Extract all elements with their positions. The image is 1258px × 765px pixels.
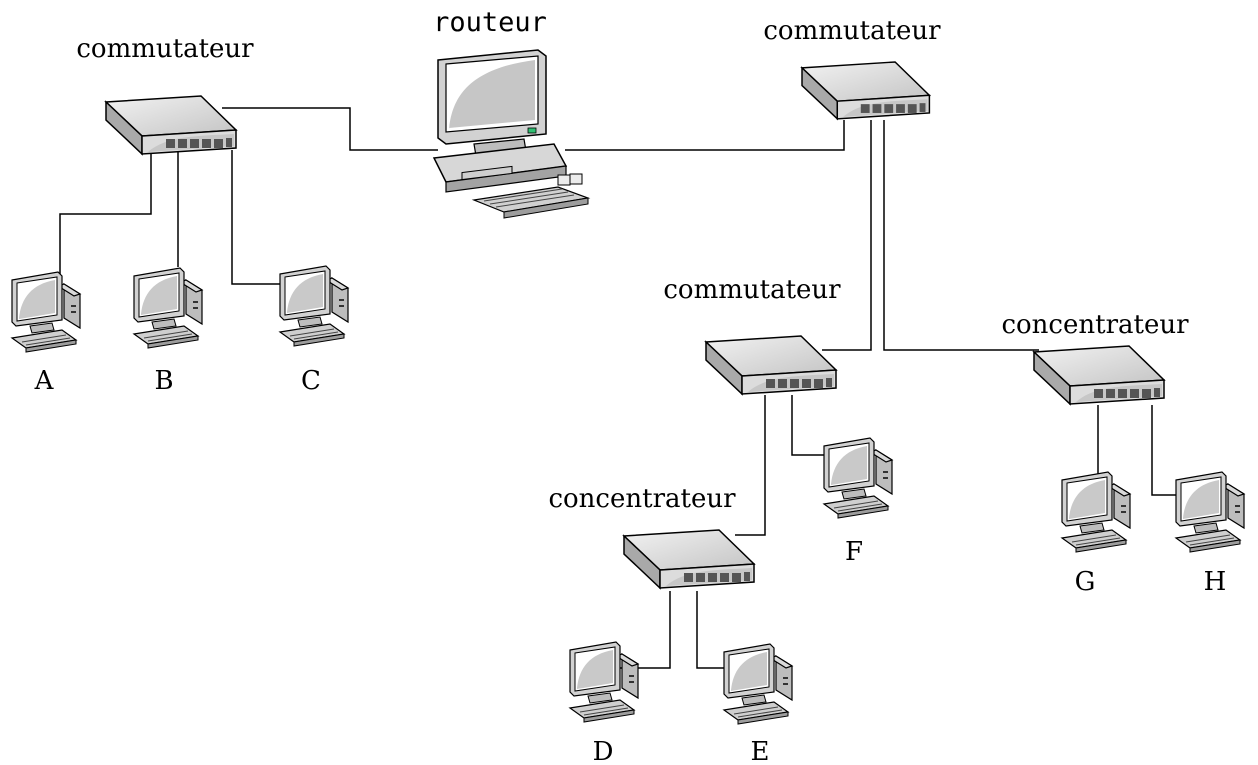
link-hub1-E (696, 591, 728, 669)
switch-3-label: commutateur (663, 275, 841, 305)
hub-2-label: concentrateur (1001, 310, 1189, 340)
network-hub-icon (623, 529, 755, 589)
computer-G: G (1061, 471, 1131, 597)
link-router-sw2 (565, 120, 845, 151)
computer-A-label: A (34, 366, 55, 396)
network-switch-icon (105, 95, 237, 155)
hub-2: concentrateur (1001, 310, 1189, 405)
link-sw3-F (791, 395, 825, 456)
desktop-computer-icon (11, 271, 81, 353)
network-switch-icon (705, 335, 837, 395)
network-hub-icon (1033, 345, 1165, 405)
desktop-computer-icon (1061, 471, 1131, 553)
switch-1-label: commutateur (76, 34, 254, 64)
link-sw3-hub1 (735, 395, 766, 536)
computer-F-label: F (845, 537, 863, 567)
hub-1: concentrateur (548, 484, 755, 589)
computer-E: E (723, 643, 793, 765)
computer-B-label: B (154, 366, 173, 396)
desktop-computer-icon (823, 437, 893, 519)
link-sw1-router (222, 107, 438, 151)
computer-D: D (569, 641, 639, 765)
link-sw2-hub2 (883, 120, 1039, 351)
computer-G-label: G (1075, 567, 1096, 597)
desktop-computer-icon (133, 267, 203, 349)
desktop-computer-icon (569, 641, 639, 723)
desktop-computer-icon (723, 643, 793, 725)
computer-E-label: E (751, 737, 770, 765)
computer-H-label: H (1204, 567, 1227, 597)
router-computer-icon (433, 49, 589, 219)
link-sw2-sw3 (822, 120, 872, 351)
link-sw1-C (231, 150, 282, 285)
switch-2-label: commutateur (763, 16, 941, 46)
switch-2: commutateur (763, 16, 941, 120)
computer-B: B (133, 267, 203, 396)
hub-1-label: concentrateur (548, 484, 736, 514)
network-switch-icon (801, 61, 931, 120)
computer-D-label: D (593, 737, 614, 765)
computer-A: A (11, 271, 81, 396)
router-label: routeur (433, 7, 547, 38)
link-hub2-H (1151, 405, 1177, 496)
computer-C: C (279, 265, 349, 396)
computer-H: H (1175, 471, 1245, 597)
switch-1: commutateur (76, 34, 254, 155)
computer-F: F (823, 437, 893, 567)
link-sw1-A (59, 150, 152, 275)
computer-C-label: C (301, 366, 321, 396)
network-links (59, 107, 1177, 669)
desktop-computer-icon (1175, 471, 1245, 553)
desktop-computer-icon (279, 265, 349, 347)
router: routeur (433, 7, 589, 219)
switch-3: commutateur (663, 275, 841, 395)
